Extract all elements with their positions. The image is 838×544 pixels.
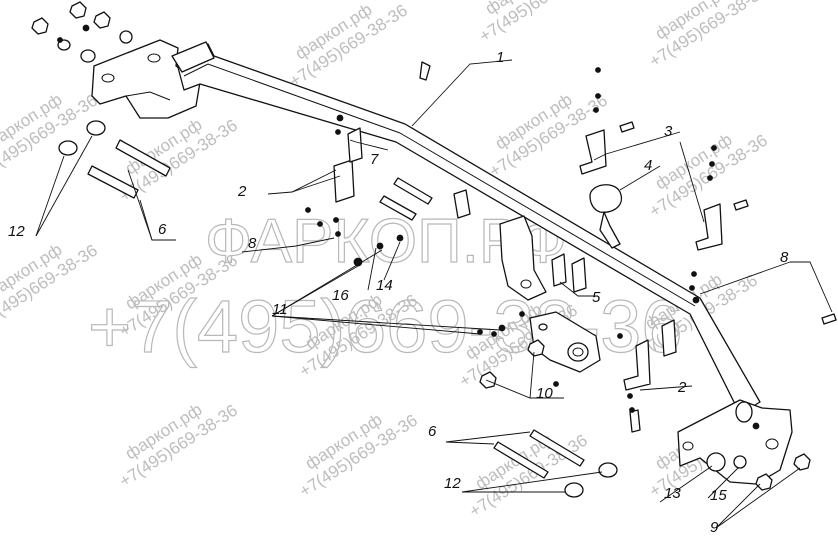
lock-washer-icon: [57, 37, 63, 43]
callout-10: 10: [536, 385, 553, 402]
bolt-icon: [529, 429, 585, 467]
hitch-center-assembly: [499, 184, 623, 373]
washer-icon: [733, 455, 747, 469]
callout-15: 15: [710, 487, 727, 504]
bolt-icon: [619, 121, 635, 133]
lock-washer-icon: [82, 24, 90, 32]
small-fasteners: [305, 67, 717, 413]
watermark-small: фаркоп.рф +7(495)669-38-36: [116, 400, 241, 491]
lock-washer-icon: [752, 422, 760, 430]
watermark-small: фаркоп.рф +7(495)669-38-36: [0, 90, 101, 181]
watermark-small: фаркоп.рф +7(495)669-38-36: [466, 430, 591, 521]
callout-12: 12: [8, 223, 25, 240]
left-mounting-bracket: [91, 39, 201, 119]
nut-icon: [527, 339, 545, 357]
washers-left: [58, 120, 618, 498]
callout-8: 8: [248, 235, 257, 252]
leader-lines: [35, 59, 833, 529]
watermark-small: фаркоп.рф +7(495)669-38-36: [646, 0, 771, 71]
washer-icon: [706, 452, 726, 472]
callout-3: 3: [664, 123, 673, 140]
tow-ball-icon: [589, 184, 623, 213]
nut-icon: [69, 1, 87, 19]
nut-icon: [755, 473, 773, 491]
callout-6: 6: [428, 423, 437, 440]
bolt-icon: [733, 199, 749, 211]
callout-2: 2: [237, 183, 247, 200]
nut-icon: [93, 11, 111, 29]
callout-7: 7: [370, 151, 379, 168]
bolt-icon: [379, 195, 417, 221]
bolt-icon: [87, 165, 139, 199]
watermark-small: фаркоп.рф +7(495)669-38-36: [286, 0, 411, 91]
bolt-icon: [493, 441, 549, 479]
washer-icon: [598, 462, 618, 478]
bolt-icon: [115, 139, 171, 177]
callout-2: 2: [677, 379, 687, 396]
right-mounting-bracket: [677, 399, 811, 491]
watermark-small: фаркоп.рф +7(495)669-38-36: [476, 0, 601, 46]
callout-16: 16: [332, 287, 349, 304]
nut-icon: [793, 453, 811, 471]
callout-1: 1: [496, 49, 504, 66]
bolt-icon: [419, 61, 431, 81]
callout-6: 6: [158, 221, 167, 238]
callout-11: 11: [272, 301, 288, 318]
callout-14: 14: [376, 277, 393, 294]
bolt-icon: [393, 177, 433, 205]
washer-icon: [80, 49, 96, 63]
callout-4: 4: [644, 157, 652, 174]
washer-icon: [119, 30, 133, 44]
callout-5: 5: [592, 289, 601, 306]
small-brackets: [333, 127, 723, 391]
nut-icon: [31, 17, 49, 35]
bolt-icon: [629, 409, 641, 433]
washer-icon: [564, 482, 584, 498]
nut-icon: [479, 371, 497, 389]
callout-9: 9: [710, 519, 719, 536]
watermark-small: фаркоп.рф +7(495)669-38-36: [296, 410, 421, 501]
bolt-icon: [821, 313, 837, 325]
watermark-small: фаркоп.рф +7(495)669-38-36: [646, 130, 771, 221]
callout-12: 12: [444, 475, 461, 492]
bolts: [87, 61, 837, 479]
callout-labels: 1 2 2 3 4 5 6 6 7 8 8 9 10 11 12 12 13 1…: [8, 49, 789, 536]
washer-icon: [58, 140, 78, 156]
callout-13: 13: [664, 485, 681, 502]
fasteners-top-left: [31, 1, 133, 63]
washer-icon: [86, 120, 106, 136]
callout-8: 8: [780, 249, 789, 266]
